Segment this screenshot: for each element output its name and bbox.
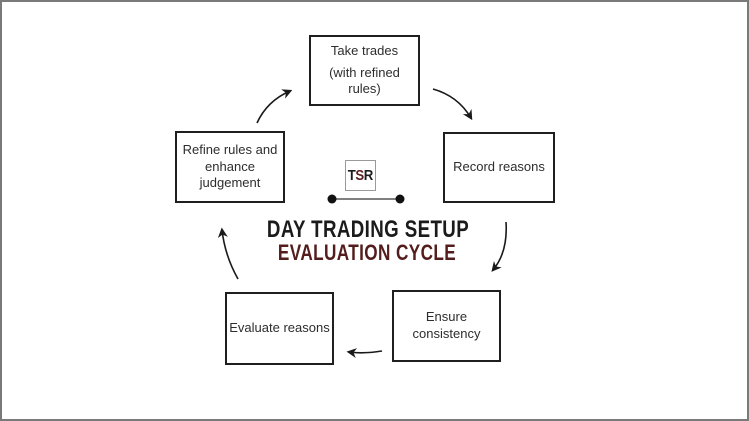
divider-dot [395,194,405,204]
tsr-logo-text: TSR [347,167,374,184]
arrow-evaluate-to-refine-icon [217,227,239,280]
node-take-trades: Take trades (with refined rules) [309,35,420,106]
arrow-refine-to-take-icon [256,89,293,124]
node-label: (with refined rules) [329,64,400,97]
diagram-title-line2: EVALUATION CYCLE [277,240,457,265]
arrow-take-to-record-icon [432,88,473,121]
node-label: Refine rules and enhance judgement [182,141,278,191]
node-refine-rules: Refine rules and enhance judgement [175,131,285,203]
diagram-title-line1: DAY TRADING SETUP [266,216,470,243]
node-label: Record reasons [453,159,545,175]
arrow-ensure-to-evaluate-icon [346,348,383,358]
node-ensure-consistency: Ensure consistency [392,290,501,362]
node-record-reasons: Record reasons [443,132,555,203]
node-label: Take trades [330,42,399,58]
divider-dot [327,194,337,204]
node-evaluate-reasons: Evaluate reasons [225,292,334,365]
node-label: Evaluate reasons [229,320,330,336]
arrow-record-to-ensure-icon [491,221,508,272]
tsr-logo: TSR [345,160,376,191]
node-label: Ensure consistency [412,309,481,341]
divider-line [327,194,405,204]
